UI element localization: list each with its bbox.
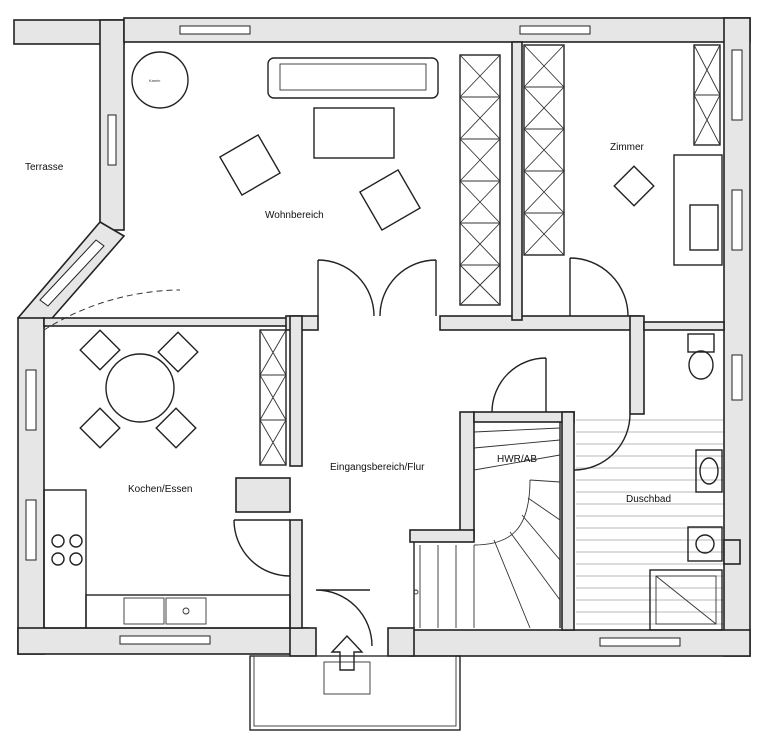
room-furniture bbox=[523, 44, 723, 266]
entrance-porch bbox=[249, 634, 461, 731]
living-furniture bbox=[131, 51, 501, 306]
coffee-table bbox=[313, 107, 395, 159]
room-label-utility: HWR/AB bbox=[497, 454, 537, 465]
interior-walls bbox=[43, 41, 741, 631]
room-label-shower: Duschbad bbox=[626, 494, 671, 505]
room-label-room: Zimmer bbox=[610, 142, 645, 153]
sink bbox=[695, 449, 723, 493]
windows bbox=[25, 25, 743, 647]
fireplace-label: Kamin bbox=[149, 78, 160, 83]
staircase bbox=[413, 422, 561, 629]
shelf bbox=[459, 54, 501, 306]
fireplace bbox=[131, 51, 189, 109]
entrance-arrow-icon bbox=[330, 634, 364, 671]
sofa bbox=[267, 57, 439, 99]
room-label-terrace: Terrasse bbox=[25, 162, 64, 173]
room-label-kitchen: Kochen/Essen bbox=[128, 484, 193, 495]
dining-table bbox=[105, 353, 175, 423]
kitchen-furniture bbox=[43, 329, 291, 629]
toilet bbox=[687, 333, 715, 353]
doors bbox=[43, 257, 631, 647]
shower bbox=[649, 569, 723, 631]
room-label-hall: Eingangsbereich/Flur bbox=[330, 462, 425, 473]
room-label-living: Wohnbereich bbox=[265, 210, 324, 221]
bathroom-fixtures bbox=[576, 333, 724, 631]
